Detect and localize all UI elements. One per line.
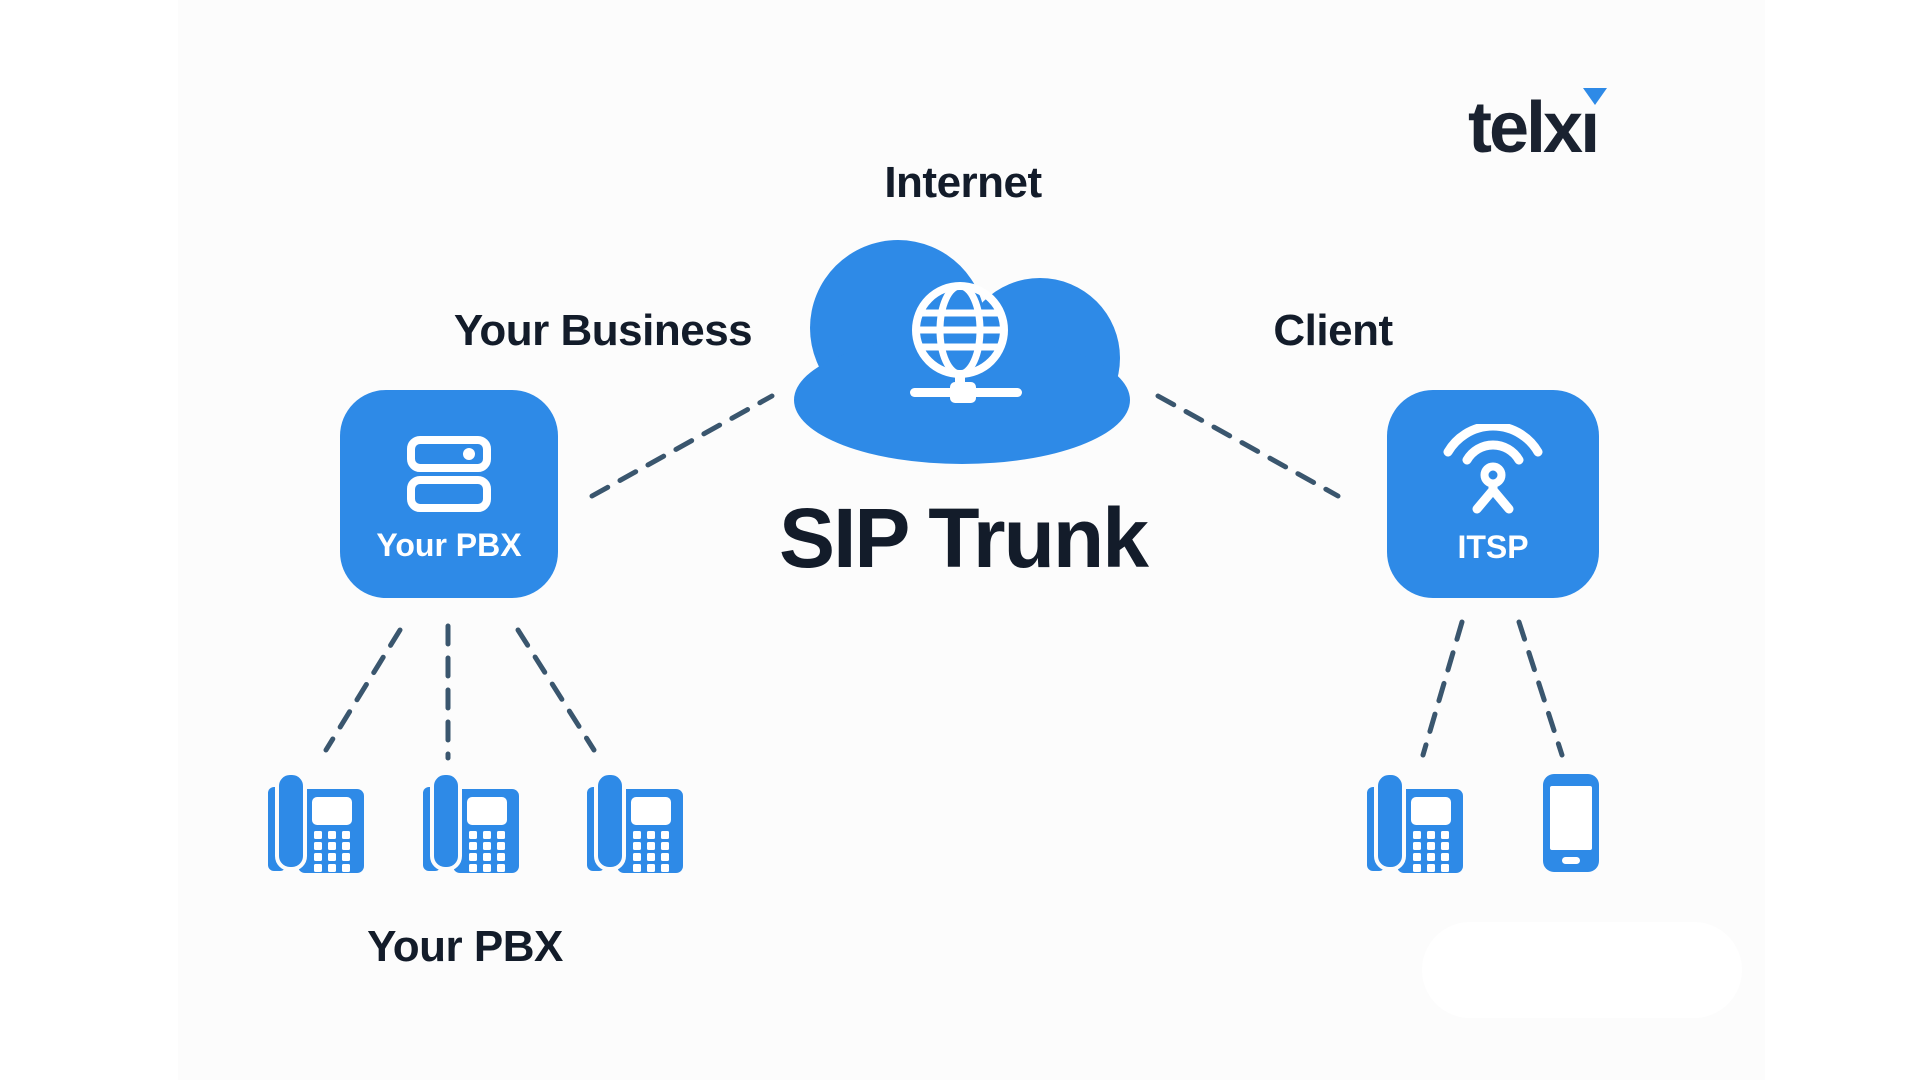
antenna-icon — [1443, 424, 1543, 514]
brand-logo-text: telx — [1468, 88, 1583, 168]
pbx-box-label: Your PBX — [376, 527, 522, 563]
globe-network-icon — [910, 282, 1022, 403]
server-icon — [407, 436, 491, 512]
brand-logo: telxı — [1468, 88, 1608, 164]
your-business-label: Your Business — [453, 306, 753, 355]
itsp-node-box: ITSP — [1387, 390, 1599, 598]
pbx-node-box: Your PBX — [340, 390, 558, 598]
client-desk-phone-icon — [1367, 773, 1463, 873]
brand-logo-i: ı — [1580, 88, 1600, 168]
bottom-right-white-pill — [1422, 922, 1742, 1018]
internet-cloud-icon — [794, 240, 1130, 464]
itsp-box-label: ITSP — [1457, 529, 1529, 565]
pbx-group-label: Your PBX — [367, 922, 563, 971]
internet-label: Internet — [884, 158, 1042, 207]
desk-phone-icon-1 — [268, 773, 364, 873]
logo-triangle-icon — [1583, 88, 1608, 105]
desk-phone-icon-3 — [587, 773, 683, 873]
desk-phone-icon-2 — [423, 773, 519, 873]
client-label: Client — [1273, 306, 1393, 355]
sip-trunk-title: SIP Trunk — [779, 491, 1149, 585]
mobile-phone-icon — [1543, 774, 1599, 872]
